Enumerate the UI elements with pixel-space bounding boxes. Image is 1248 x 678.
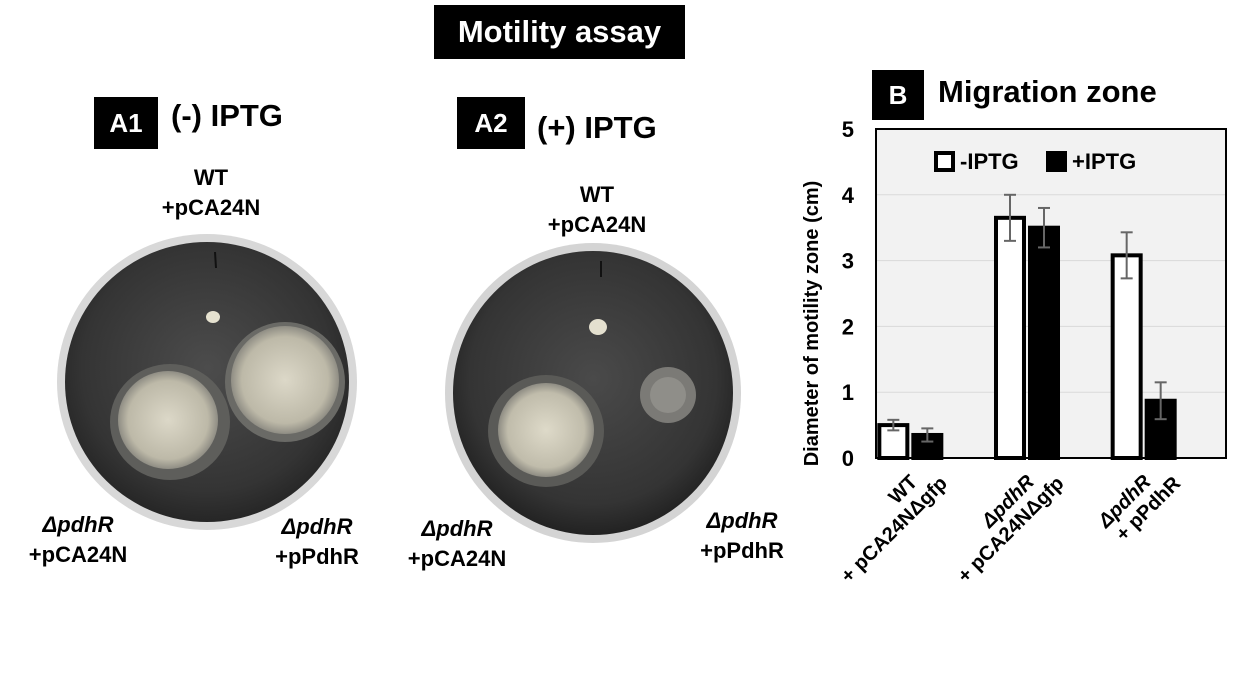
panel-a2-top-label-line2: +pCA24N (547, 212, 647, 237)
panel-a1-left-label-line1: ΔpdhR (42, 512, 114, 537)
y-tick-label: 3 (842, 249, 854, 274)
panel-a1-tag: A1 (94, 97, 158, 149)
panel-b-tag: B (872, 70, 924, 120)
pdhr-ppdhr-colony (231, 326, 339, 434)
panel-a1-left-label: ΔpdhR +pCA24N (18, 510, 138, 570)
pdhr-pca24n-colony (498, 383, 594, 477)
bar (1028, 225, 1060, 460)
x-category-label: WT+ pCA24NΔgfp (837, 471, 952, 585)
panel-a2-left-label-line2: +pCA24N (407, 546, 507, 571)
panel-a1-left-label-line2: +pCA24N (28, 542, 128, 567)
panel-b-title: Migration zone (938, 74, 1157, 109)
wt-colony (589, 319, 607, 335)
panel-a2-right-label: ΔpdhR +pPdhR (683, 506, 801, 566)
legend-entry: +IPTG (1072, 149, 1136, 174)
y-tick-label: 4 (842, 183, 855, 208)
panel-a2-right-label-line2: +pPdhR (700, 538, 784, 563)
panel-a2-petri-dish (445, 243, 741, 543)
panel-a2-top-label: WT +pCA24N (527, 180, 667, 240)
panel-a1-top-label-line1: WT (193, 165, 229, 190)
y-tick-label: 2 (842, 314, 854, 339)
x-category-label: ΔpdhR+ pPdhR (1094, 471, 1186, 546)
panel-a2-left-label-line1: ΔpdhR (421, 516, 493, 541)
panel-a2-right-label-line1: ΔpdhR (706, 508, 778, 533)
y-axis-label: Diameter of motility zone (cm) (801, 181, 823, 467)
panel-a2-tag: A2 (457, 97, 525, 149)
y-tick-label: 0 (842, 446, 854, 471)
legend-swatch (1046, 151, 1067, 172)
bar (994, 215, 1026, 460)
panel-a2-condition: (+) IPTG (537, 110, 657, 145)
panel-a1-right-label: ΔpdhR +pPdhR (258, 512, 376, 572)
y-tick-label: 5 (842, 117, 854, 142)
y-tick-label: 1 (842, 380, 854, 405)
panel-a1-right-label-line2: +pPdhR (275, 544, 359, 569)
dish-mark (214, 251, 217, 269)
figure-title: Motility assay (434, 5, 685, 59)
legend-swatch (934, 151, 955, 172)
panel-a2-top-label-line1: WT (579, 182, 615, 207)
panel-a1-condition: (-) IPTG (171, 98, 283, 133)
wt-colony (206, 311, 220, 323)
panel-a1-top-label: WT +pCA24N (141, 163, 281, 223)
x-category-label: ΔpdhR+ pCA24NΔgfp (954, 471, 1069, 585)
panel-a1-right-label-line1: ΔpdhR (281, 514, 353, 539)
bar (1110, 253, 1143, 460)
panel-a2-left-label: ΔpdhR +pCA24N (398, 514, 516, 574)
colony-center (650, 377, 686, 413)
panel-a1-top-label-line2: +pCA24N (161, 195, 261, 220)
legend-entry: -IPTG (960, 149, 1019, 174)
pdhr-pca24n-colony (118, 371, 218, 469)
panel-a1-petri-dish (57, 234, 357, 530)
plot-frame (875, 128, 1227, 459)
